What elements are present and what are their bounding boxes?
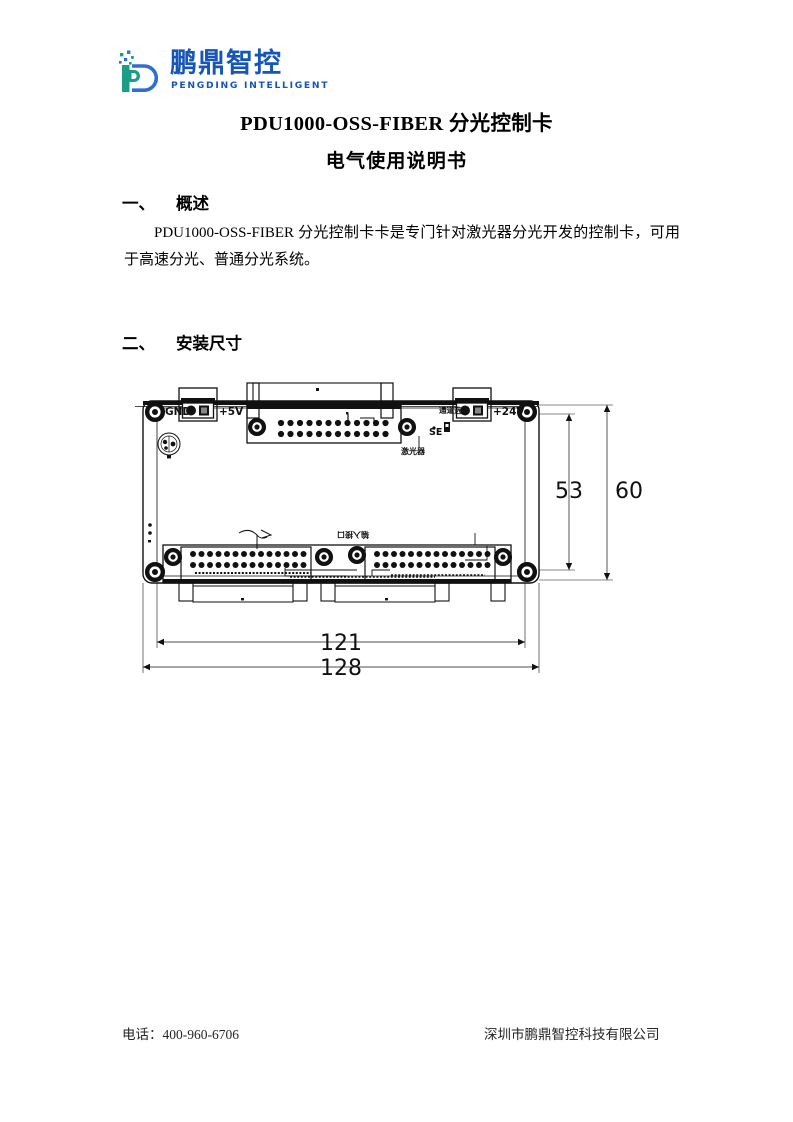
drawing-label-laser: 激光器 <box>401 446 426 456</box>
section-number-2: 二、 <box>122 334 155 353</box>
section-number-1: 一、 <box>122 194 155 213</box>
section-heading-2: 二、 安装尺寸 <box>122 330 242 354</box>
document-title-line1: PDU1000-OSS-FIBER 分光控制卡 <box>240 113 553 135</box>
dimension-value-121: 121 <box>320 631 362 656</box>
footer-phone: 电话：400-960-6706 <box>122 1027 239 1042</box>
dimension-value-60: 60 <box>615 479 643 504</box>
drawing-label-5v: +5V <box>219 406 244 418</box>
dimension-value-128: 128 <box>320 656 362 681</box>
drawing-label-center-port: 输入接口 <box>337 530 369 540</box>
company-logo: 鹏鼎智控 PENGDING INTELLIGENT <box>118 48 388 96</box>
dimension-value-53: 53 <box>555 479 583 504</box>
drawing-label-se: SE <box>429 427 442 438</box>
drawing-label-channel-select: 通道选择 <box>439 405 470 415</box>
section-heading-1: 一、 概述 <box>122 190 209 214</box>
drawing-label-24v: +24V <box>493 406 525 418</box>
logo-name-cn: 鹏鼎智控 <box>170 48 282 79</box>
document-title-line2: 电气使用说明书 <box>325 151 468 172</box>
footer-company: 深圳市鹏鼎智控科技有限公司 <box>484 1027 660 1042</box>
section-title-1: 概述 <box>176 194 209 213</box>
logo-name-en: PENGDING INTELLIGENT <box>171 80 330 91</box>
section-body-1: PDU1000-OSS-FIBER 分光控制卡卡是专门针对激光器分光开发的控制卡… <box>124 225 680 268</box>
pengding-d-logo-icon <box>118 50 164 94</box>
section-title-2: 安装尺寸 <box>176 334 242 353</box>
installation-dimension-drawing: GND +5V +24V SE 通道选择 激光器 输入接口 53 60 121 … <box>135 370 665 690</box>
drawing-label-gnd: GND <box>165 406 191 418</box>
